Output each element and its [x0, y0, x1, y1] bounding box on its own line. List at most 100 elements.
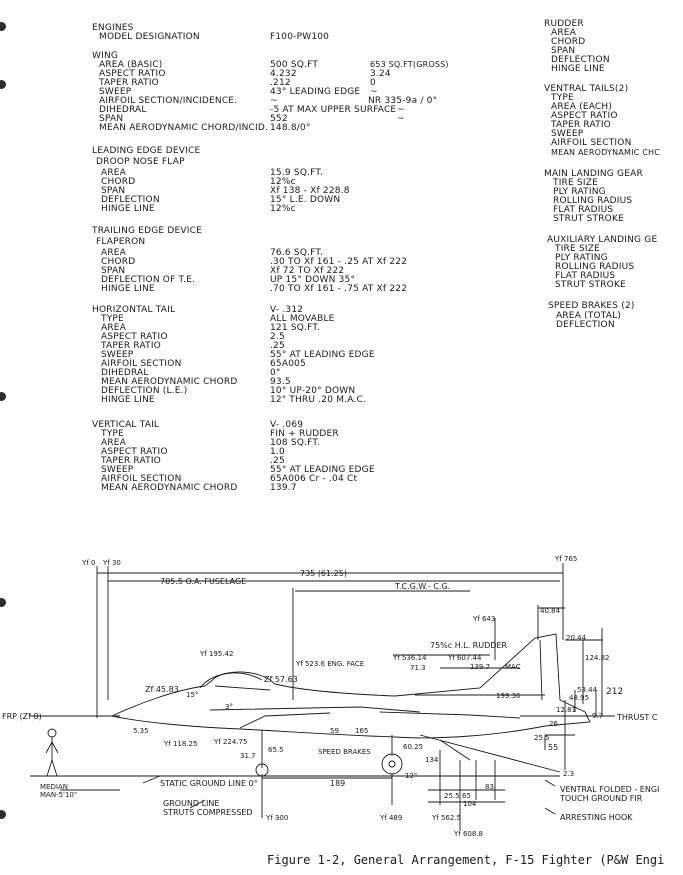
spec-label: AREA — [101, 438, 127, 448]
section-heading-aux-gear: AUXILIARY LANDING GE — [547, 235, 658, 245]
section-heading-rudder: RUDDER — [544, 19, 584, 29]
spec-label: SWEEP — [99, 87, 132, 97]
spec-label: MEAN AERODYNAMIC CHC — [551, 148, 660, 157]
spec-label: SPAN — [101, 186, 126, 196]
spec-value: .30 TO Xf 161 - .25 AT Xf 222 — [270, 257, 408, 267]
spec-value: 65A005 — [270, 359, 306, 369]
spec-value: .25 — [270, 456, 285, 466]
section-heading-trailing-edge: TRAILING EDGE DEVICE — [92, 226, 202, 236]
spec-label: TIRE SIZE — [555, 244, 600, 254]
spec-value: 121 SQ.FT. — [270, 323, 321, 333]
dim-label: VENTRAL FOLDED - ENGI — [560, 785, 659, 794]
dim-label: 189 — [330, 779, 345, 788]
dim-label: ARRESTING HOOK — [560, 813, 633, 822]
spec-value: F100-PW100 — [270, 32, 330, 42]
dim-label: 20.44 — [566, 634, 587, 642]
spec-label: SWEEP — [101, 350, 134, 360]
dim-label: 60.25 — [403, 743, 423, 751]
spec-value: ~ — [270, 96, 278, 106]
spec-value-alt: ~ — [397, 114, 405, 124]
dim-label: 48.95 — [569, 694, 589, 702]
dim-label: Yf 224.75 — [213, 738, 247, 746]
dim-label: Yf 0 — [81, 559, 95, 567]
spec-value: 65A006 Cr - .04 Ct — [270, 474, 358, 484]
spec-value-alt: ~ — [397, 105, 405, 115]
dim-label: Yf 608.8 — [453, 830, 483, 838]
spec-value: -5 AT MAX UPPER SURFACE — [270, 105, 397, 115]
dim-label: Zf 45.83 — [145, 685, 179, 694]
dim-label: Yf 300 — [265, 814, 288, 822]
spec-label: AREA — [551, 28, 577, 38]
dim-label: 59 — [330, 727, 339, 735]
spec-value-alt: 0 — [370, 78, 376, 88]
spec-label: ROLLING RADIUS — [553, 196, 633, 206]
spec-value: 15° L.E. DOWN — [270, 195, 341, 205]
dim-label: Yf 489 — [379, 814, 402, 822]
dim-label: 26 — [549, 720, 558, 728]
dim-label: 212 — [606, 687, 623, 697]
spec-label: AREA (BASIC) — [99, 60, 163, 70]
spec-label: TAPER RATIO — [101, 456, 161, 466]
spec-value: 108 SQ.FT. — [270, 438, 321, 448]
spec-label: ASPECT RATIO — [551, 111, 618, 121]
dim-label: 165 — [355, 727, 368, 735]
drawing-labels: Yf 0 Yf 30 Yf 765 735 (61.25) 705.5 O.A.… — [2, 555, 659, 838]
dim-label: 40.84 — [540, 607, 561, 615]
spec-label: TIRE SIZE — [553, 178, 598, 188]
spec-label: HINGE LINE — [101, 284, 155, 294]
general-arrangement-drawing: Yf 0 Yf 30 Yf 765 735 (61.25) 705.5 O.A.… — [2, 555, 659, 838]
dim-label: Yf 30 — [102, 559, 121, 567]
dim-label: 31.7 — [240, 752, 256, 760]
dim-label: SPEED BRAKES — [318, 748, 371, 756]
dim-label: Yf 562.5 — [431, 814, 461, 822]
spec-value: 76.6 SQ.FT. — [270, 248, 324, 258]
dim-label: THRUST C — [616, 713, 658, 722]
spec-label: FLAT RADIUS — [555, 271, 616, 281]
spec-label: AIRFOIL SECTION/INCIDENCE. — [99, 96, 238, 106]
dim-label: 104 — [463, 800, 477, 808]
dim-label: Yf 195.42 — [199, 650, 233, 658]
spec-label: MODEL DESIGNATION — [99, 32, 200, 42]
punch-hole — [0, 22, 6, 31]
dim-label: T.C.G.W.- C.G. — [394, 582, 450, 591]
spec-label: TAPER RATIO — [551, 120, 611, 130]
spec-label: MEAN AERODYNAMIC CHORD/INCID. — [99, 123, 269, 133]
spec-label: CHORD — [551, 37, 586, 47]
dim-label: FRP (Zf 0) — [2, 712, 42, 721]
dim-label: 12.81 — [556, 706, 576, 714]
dim-label: 124.82 — [585, 654, 610, 662]
subheading: FLAPERON — [96, 237, 146, 247]
dim-label: 735 (61.25) — [300, 569, 347, 578]
spec-label: SWEEP — [551, 129, 584, 139]
dim-label: Yf 118.25 — [163, 740, 197, 748]
section-heading-main-gear: MAIN LANDING GEAR — [544, 169, 643, 179]
dim-label: 2.3 — [563, 770, 574, 778]
spec-value-alt: 3.24 — [370, 69, 391, 79]
dim-label: 9.7 — [592, 712, 603, 720]
dim-label: 65.5 — [268, 746, 284, 754]
dim-label: 65 — [462, 792, 471, 800]
spec-label: DEFLECTION — [101, 195, 160, 205]
spec-value: 12%c — [270, 177, 296, 187]
subheading: DROOP NOSE FLAP — [96, 157, 185, 167]
spec-label: AIRFOIL SECTION — [551, 138, 632, 148]
spec-label: DIHEDRAL — [101, 368, 149, 378]
spec-label: DEFLECTION — [551, 55, 610, 65]
spec-label: AIRFOIL SECTION — [101, 359, 182, 369]
spec-value: 10° UP-20° DOWN — [270, 386, 356, 396]
dim-label: STRUTS COMPRESSED — [163, 808, 252, 817]
dim-label: 71.3 — [410, 664, 426, 672]
dim-label: 83 — [485, 783, 494, 791]
dim-label: 15° — [186, 691, 198, 699]
spec-value: Xf 138 - Xf 228.8 — [270, 186, 350, 196]
spec-value: 55° AT LEADING EDGE — [270, 350, 375, 360]
spec-label: HINGE LINE — [101, 204, 155, 214]
dim-label: 55 — [548, 743, 558, 752]
section-heading-vertical-tail: VERTICAL TAIL — [92, 420, 160, 430]
spec-label: ASPECT RATIO — [101, 332, 168, 342]
spec-label: HINGE LINE — [551, 64, 605, 74]
dim-label: Yf 607.44 — [447, 654, 482, 662]
spec-label: ASPECT RATIO — [101, 447, 168, 457]
dim-label: 53.44 — [577, 686, 598, 694]
